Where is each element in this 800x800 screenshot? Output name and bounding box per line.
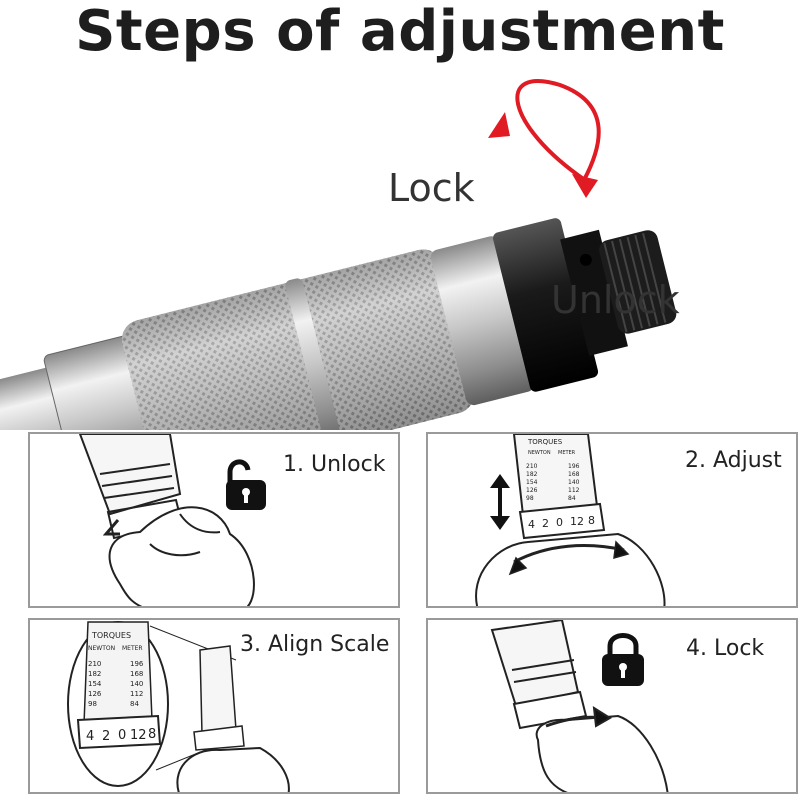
chrome-collar [430,236,535,406]
scale-left-value: 182 [526,471,538,478]
align-scale-illustration: TORQUES NEWTON METER 210 182 154 126 98 … [67,621,290,792]
step-label-lock: 4. Lock [686,636,765,661]
scale-left-value: 154 [526,479,538,486]
step-panel-unlock: 1. Unlock [28,432,400,608]
scale-header: TORQUES [527,438,563,446]
unlock-arrowhead [572,174,598,198]
scale-left-value: 182 [88,670,101,678]
dial-digit: 4 [86,729,94,744]
scale-units-left: NEWTON [528,450,551,456]
lock-nut [492,218,599,392]
step-label-adjust: 2. Adjust [685,448,782,473]
unlock-label: Unlock [551,278,680,322]
scale-right-value: 196 [130,660,144,668]
dial-digit: 12 [130,728,147,743]
rotation-arrow [515,79,601,182]
dial-digit: 8 [588,514,595,527]
scale-units-right: METER [122,645,143,652]
scale-right-value: 140 [130,680,143,688]
adjust-hand-illustration: TORQUES NEWTON METER 210 182 154 126 98 … [475,434,666,606]
up-down-arrow-icon [490,474,510,530]
scale-left-value: 154 [88,680,102,688]
scale-left-value: 98 [88,700,97,708]
lock-label: Lock [388,166,475,210]
dial-digit: 2 [102,729,110,744]
locked-padlock-icon [602,633,644,686]
page-title: Steps of adjustment [75,0,725,64]
scale-left-value: 210 [88,660,101,668]
scale-right-value: 168 [130,670,143,678]
dial-digit: 8 [148,727,156,742]
scale-right-value: 112 [130,690,143,698]
dial-digit: 0 [556,516,563,529]
lock-hand-illustration [490,620,669,792]
scale-right-value: 140 [568,479,580,486]
scale-right-value: 196 [568,463,580,470]
scale-right-value: 168 [568,471,580,478]
scale-left-value: 126 [526,487,538,494]
dial-digit: 2 [542,517,549,530]
step-label-align-scale: 3. Align Scale [240,632,390,657]
scale-left-value: 126 [88,690,102,698]
dial-digit: 4 [528,518,535,531]
step-panel-align-scale: TORQUES NEWTON METER 210 182 154 126 98 … [28,618,400,794]
scale-right-value: 84 [568,495,576,502]
scale-units-right: METER [558,450,576,456]
torque-wrench-illustration [0,79,677,514]
dial-digit: 12 [570,515,584,528]
scale-left-value: 98 [526,495,534,502]
unlocked-padlock-icon [226,459,266,510]
scale-units-left: NEWTON [88,645,115,652]
torque-wrench-photo: Lock Unlock [0,70,800,514]
scale-right-value: 84 [130,700,139,708]
scale-right-value: 112 [568,487,580,494]
step-panel-adjust: TORQUES NEWTON METER 210 182 154 126 98 … [426,432,798,608]
scale-header: TORQUES [91,631,131,640]
dial-digit: 0 [118,728,126,743]
handle-ring [285,278,342,448]
step-panel-lock: 4. Lock [426,618,798,794]
step-label-unlock: 1. Unlock [283,452,386,477]
lock-arrowhead [488,112,510,138]
scale-left-value: 210 [526,463,538,470]
unlock-hand-illustration [78,434,255,606]
